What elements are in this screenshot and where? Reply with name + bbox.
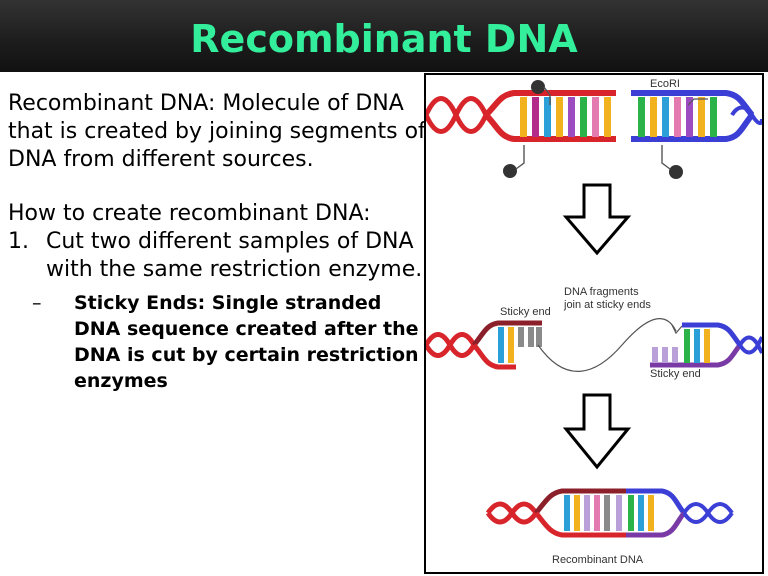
step-1-number: 1. — [8, 229, 29, 254]
down-arrow-icon-2 — [562, 393, 632, 470]
join-label-line1: DNA fragments — [564, 286, 639, 298]
result-label: Recombinant DNA — [552, 554, 644, 566]
slide-title: Recombinant DNA — [190, 17, 578, 61]
down-arrow-icon — [562, 183, 632, 256]
enzyme-label: EcoRI — [650, 78, 680, 90]
sub-bullet-sticky-ends: – Sticky Ends: Single stranded DNA seque… — [8, 290, 428, 394]
title-bar — [0, 0, 768, 72]
definition-text: Recombinant DNA: Molecule of DNA that is… — [8, 91, 426, 172]
top-right-dna — [631, 90, 762, 179]
how-to-heading: How to create recombinant DNA: — [8, 201, 371, 226]
join-arrowhead-icon — [671, 324, 683, 335]
join-label-line2: join at sticky ends — [563, 299, 651, 311]
join-curve — [537, 318, 677, 372]
bullet-dash: – — [32, 292, 42, 314]
dna-diagram: EcoRI Sticky end DNA fragments join at s… — [426, 78, 762, 566]
middle-left-fragment — [426, 320, 542, 370]
slide-body: Recombinant DNA: Molecule of DNA that is… — [8, 90, 428, 394]
recombinant-dna-figure: EcoRI Sticky end DNA fragments join at s… — [424, 73, 764, 574]
recombinant-dna-molecule — [485, 488, 734, 538]
middle-right-fragment — [650, 322, 762, 368]
sticky-ends-definition: Sticky Ends: Single stranded DNA sequenc… — [74, 292, 419, 392]
sticky-end-right-label: Sticky end — [650, 368, 701, 380]
sticky-end-left-label: Sticky end — [500, 306, 551, 318]
step-1: 1. Cut two different samples of DNA with… — [8, 228, 428, 284]
top-left-dna — [426, 80, 616, 178]
step-1-text: Cut two different samples of DNA with th… — [46, 229, 423, 282]
